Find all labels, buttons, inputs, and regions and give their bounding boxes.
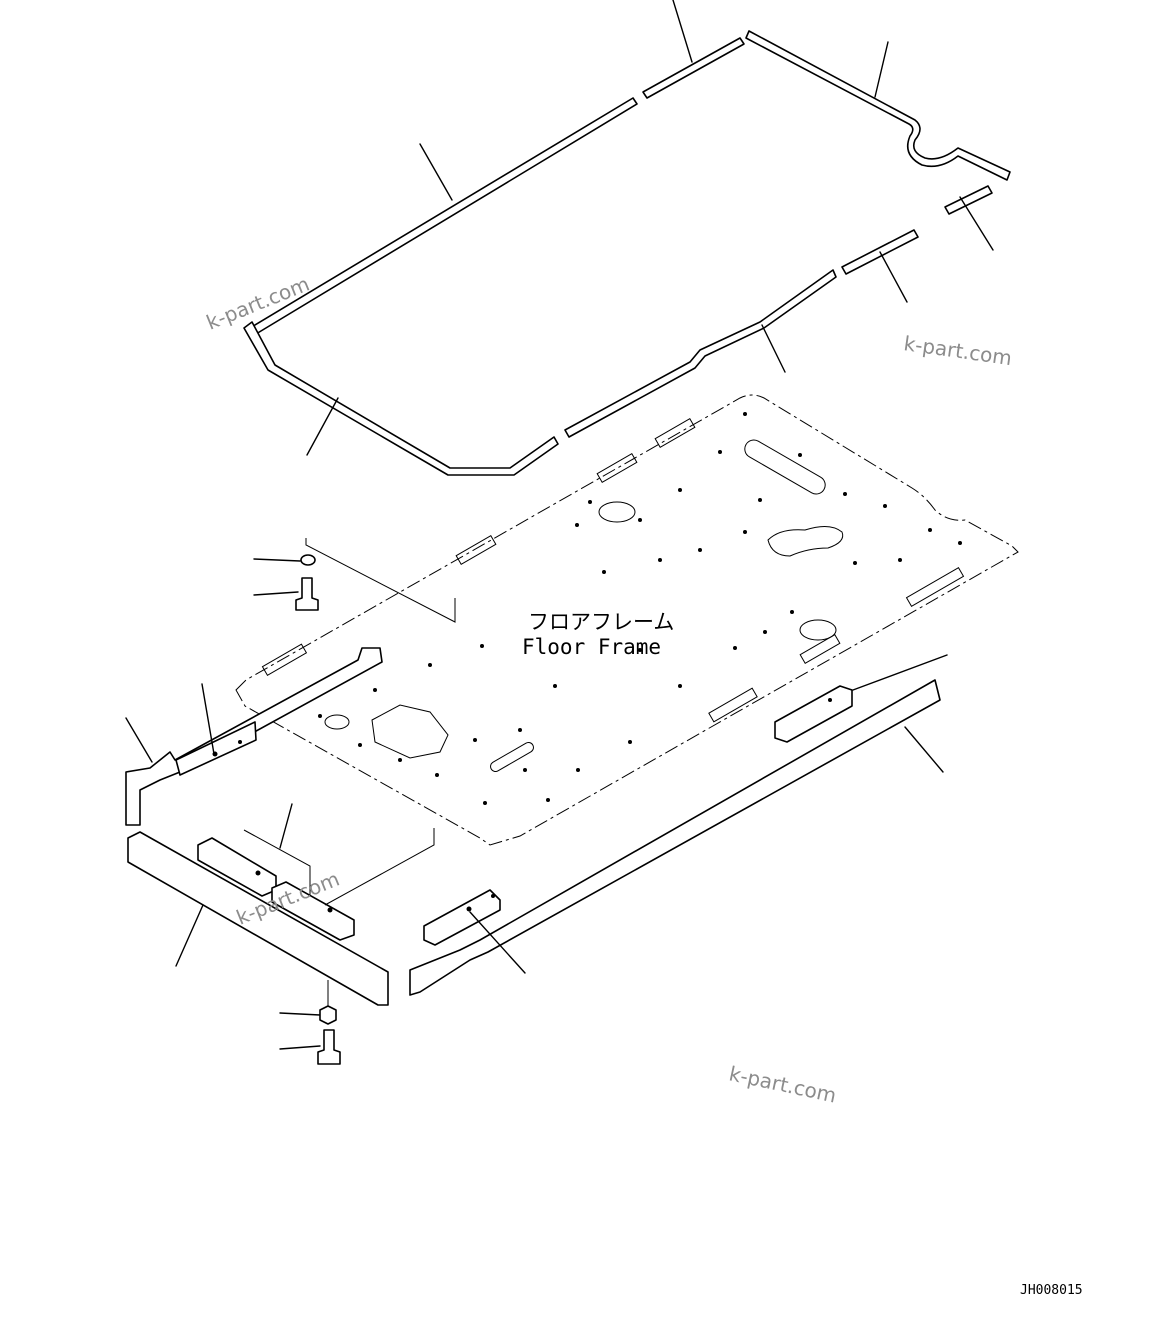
seal-strip-right-bent bbox=[745, 30, 1011, 181]
frame-bracket-3 bbox=[455, 534, 497, 566]
frame-bracket-1 bbox=[654, 417, 696, 449]
frame-cutout-right bbox=[767, 526, 844, 557]
front-bar-assembly bbox=[127, 803, 389, 1010]
right-block-rear bbox=[774, 685, 853, 743]
floor-frame-outline bbox=[235, 394, 1019, 846]
floor-frame-label-en: Floor Frame bbox=[522, 635, 661, 659]
frame-hole-round-3 bbox=[324, 714, 350, 730]
frame-hole-round-1 bbox=[598, 501, 636, 523]
lower-fasteners bbox=[279, 1005, 341, 1065]
frame-bracket-4 bbox=[261, 643, 308, 677]
frame-bracket-6 bbox=[799, 633, 841, 665]
drawing-code: JH008015 bbox=[1020, 1283, 1083, 1298]
seal-strip-top-short bbox=[642, 37, 745, 99]
seal-strip-lower-right-long bbox=[564, 269, 837, 438]
right-block-front bbox=[423, 889, 501, 946]
seal-strip-group bbox=[243, 30, 1011, 476]
front-block-2 bbox=[271, 881, 355, 941]
nut-lower bbox=[319, 1005, 337, 1025]
frame-slot-1 bbox=[744, 439, 826, 495]
frame-hole-round-2 bbox=[799, 619, 837, 641]
frame-bracket-2 bbox=[596, 452, 638, 484]
bolt-upper bbox=[295, 577, 319, 611]
left-spacer-block bbox=[175, 721, 257, 776]
floor-frame-plate bbox=[235, 394, 1019, 846]
watermark-2: k-part.com bbox=[902, 331, 1013, 370]
left-rail-assembly bbox=[125, 647, 383, 826]
frame-bracket-7 bbox=[708, 687, 758, 723]
strip-leader-lines bbox=[306, 0, 994, 456]
frame-bracket-5 bbox=[905, 566, 965, 608]
left-rail bbox=[125, 647, 383, 826]
watermark-4: k-part.com bbox=[727, 1061, 839, 1107]
seal-strip-small-right bbox=[944, 185, 993, 215]
frame-slot-2 bbox=[490, 742, 534, 772]
bolt-lower bbox=[317, 1029, 341, 1065]
frame-small-holes bbox=[318, 412, 962, 805]
upper-fasteners bbox=[253, 538, 456, 623]
seal-strip-lower-left-u bbox=[243, 321, 559, 476]
right-rail-assembly bbox=[324, 654, 948, 996]
floor-frame-label-jp: フロアフレーム bbox=[528, 610, 674, 634]
washer-upper bbox=[300, 554, 316, 566]
frame-cutout-left bbox=[371, 704, 449, 759]
right-rail bbox=[409, 679, 941, 996]
front-bar bbox=[127, 831, 389, 1006]
seal-strip-left-long bbox=[249, 97, 638, 335]
